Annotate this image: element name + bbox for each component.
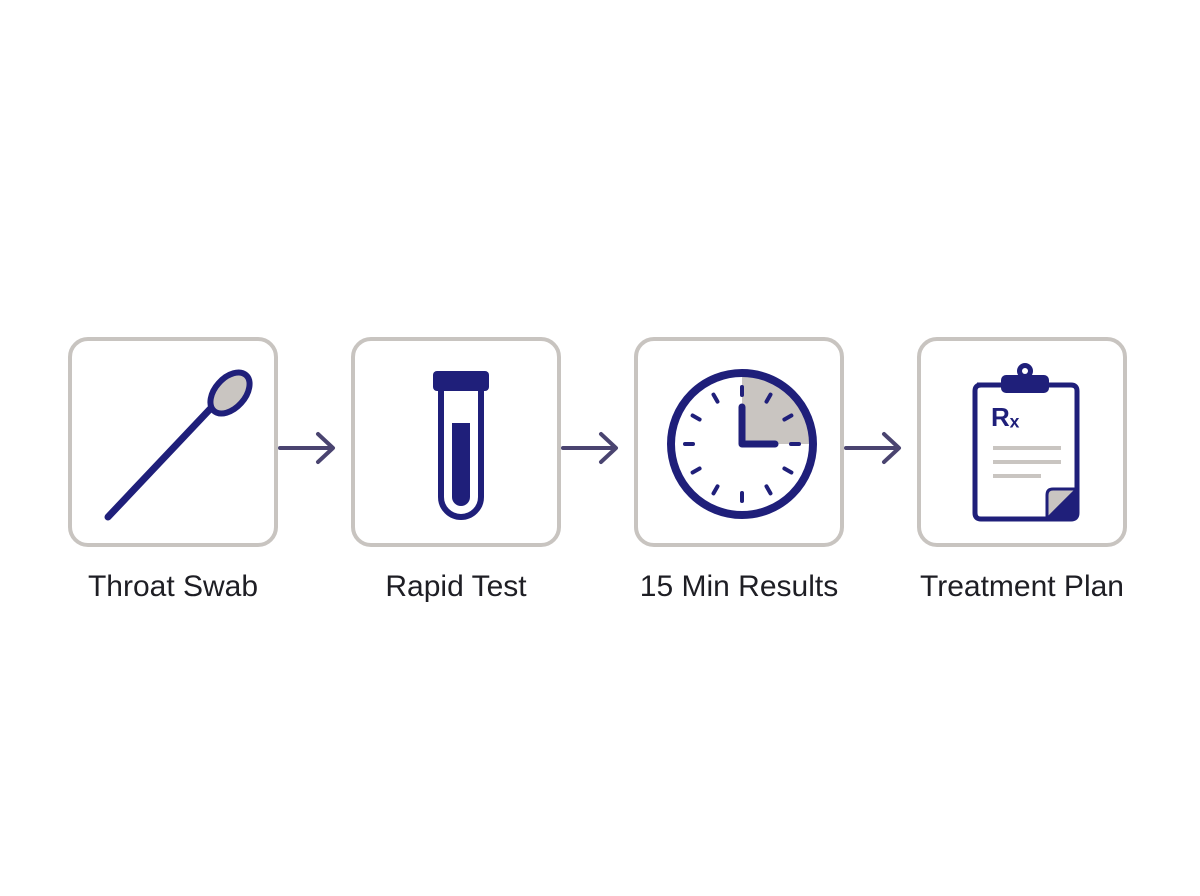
step-box-throat-swab: [68, 337, 278, 547]
swab-icon: [104, 369, 253, 521]
step-box-15-min-results: [634, 337, 844, 547]
step-box-rapid-test: [351, 337, 561, 547]
step-label-15-min-results: 15 Min Results: [639, 570, 839, 603]
step-label-treatment-plan: Treatment Plan: [920, 570, 1124, 603]
arrow-right-icon: [844, 432, 901, 464]
arrow-right-icon: [561, 432, 618, 464]
test-tube-icon: [433, 371, 489, 520]
step-box-treatment-plan: Rₓ: [917, 337, 1127, 547]
step-label-rapid-test: Rapid Test: [385, 570, 527, 603]
clock-icon: [667, 369, 817, 519]
step-label-throat-swab: Throat Swab: [87, 570, 259, 603]
rx-symbol: Rₓ: [991, 402, 1020, 432]
prescription-clipboard-icon: Rₓ: [972, 363, 1080, 522]
arrow-right-icon: [278, 432, 335, 464]
